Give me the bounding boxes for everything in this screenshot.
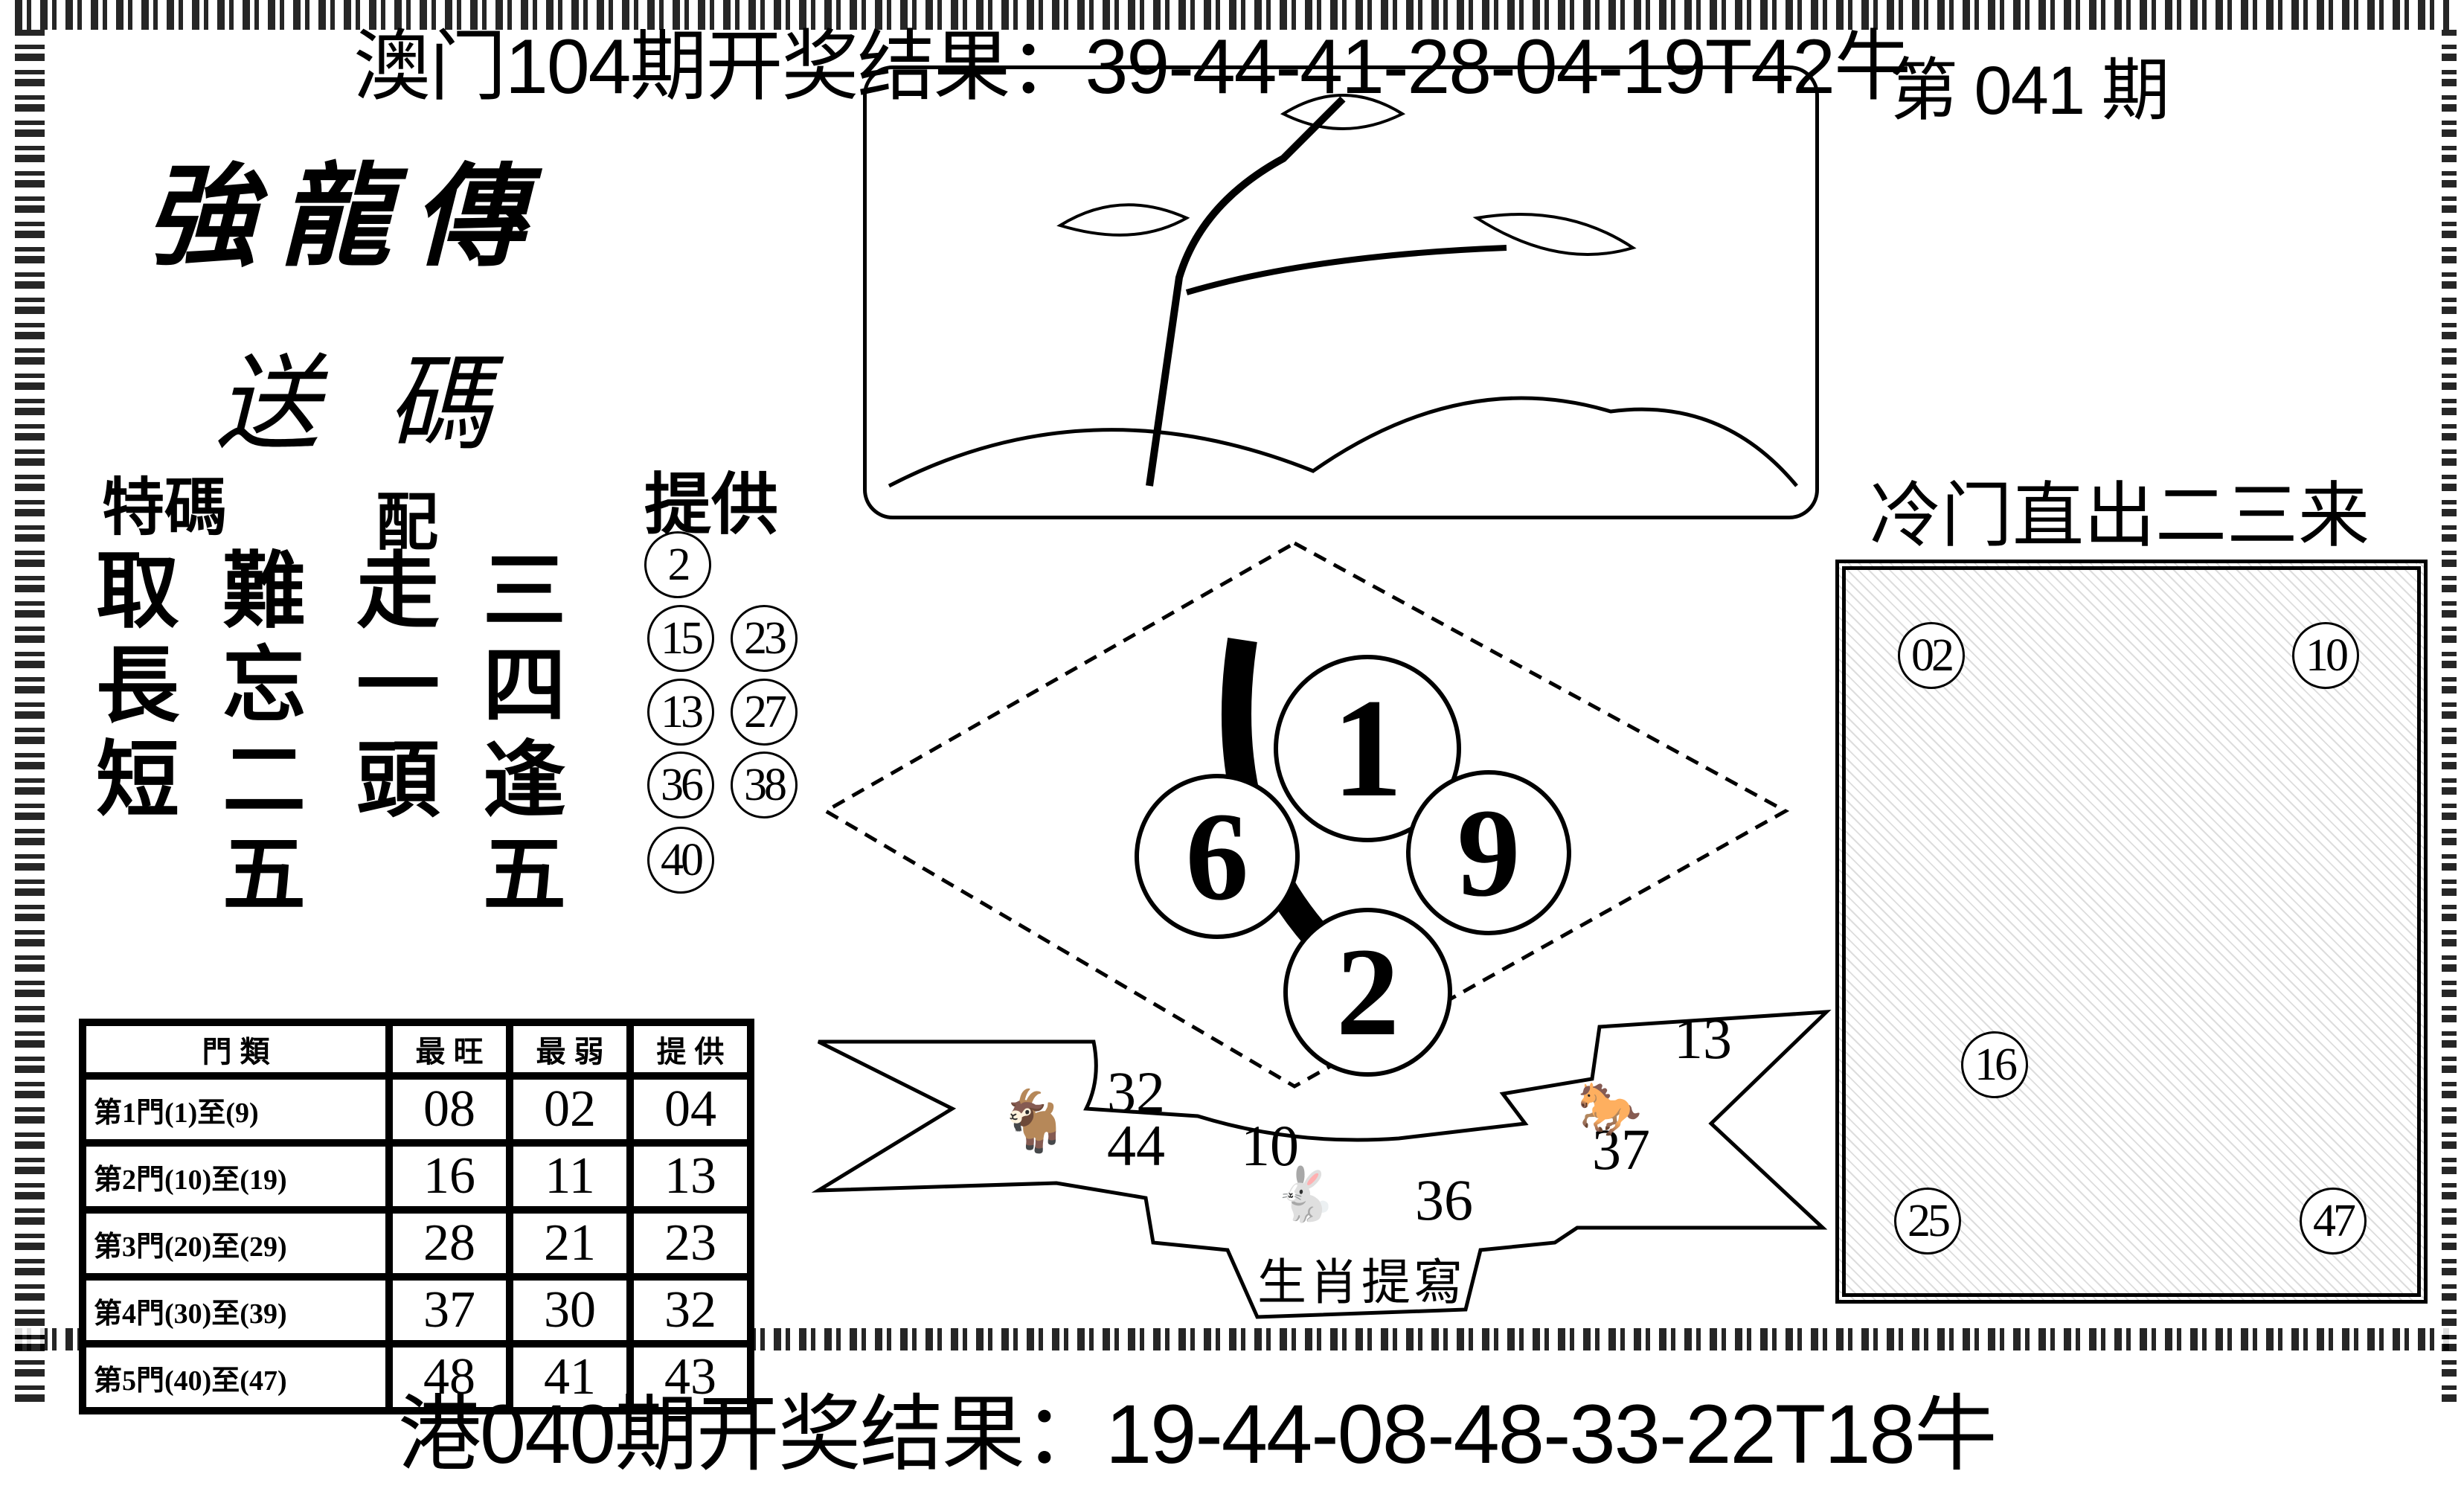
buddha-picture: 02 10 16 25 47 bbox=[1835, 560, 2428, 1304]
poem-char: 五 bbox=[483, 828, 566, 921]
provided-number: 13 bbox=[647, 679, 714, 746]
poem-char: 難 bbox=[222, 545, 306, 638]
banner-number: 32 bbox=[1107, 1060, 1165, 1124]
table-cell: 第3門(20)至(29) bbox=[86, 1214, 385, 1273]
provided-number: 23 bbox=[731, 605, 798, 672]
table-cell: 30 bbox=[513, 1281, 626, 1340]
table-cell: 48 bbox=[393, 1348, 506, 1407]
table-cell: 16 bbox=[393, 1147, 506, 1206]
table-cell: 04 bbox=[634, 1080, 747, 1139]
special-code-label: 特碼 bbox=[102, 472, 228, 542]
picture-number: 16 bbox=[1961, 1031, 2028, 1098]
poem-char: 頭 bbox=[356, 734, 440, 827]
poem-char: 忘 bbox=[222, 639, 306, 732]
horse-icon: 🐎 bbox=[1577, 1080, 1643, 1138]
diamond-number: 9 bbox=[1406, 770, 1571, 935]
right-decorative-border bbox=[2442, 30, 2457, 1402]
picture-number: 25 bbox=[1894, 1188, 1961, 1255]
diamond-number: 2 bbox=[1283, 908, 1452, 1077]
diamond-number: 6 bbox=[1135, 774, 1300, 939]
banner-number: 13 bbox=[1674, 1006, 1732, 1071]
tree-illustration bbox=[863, 65, 1819, 519]
table-header-row: 門 類 最 旺 最 弱 提 供 bbox=[86, 1026, 747, 1072]
table-cell: 第4門(30)至(39) bbox=[86, 1281, 385, 1340]
provided-number: 36 bbox=[647, 752, 714, 818]
poem-char: 長 bbox=[96, 639, 179, 732]
table-cell: 13 bbox=[634, 1147, 747, 1206]
table-header: 最 弱 bbox=[513, 1026, 626, 1072]
goat-icon: 🐐 bbox=[997, 1088, 1071, 1154]
poem-char: 逢 bbox=[483, 734, 566, 827]
provide-label: 提供 bbox=[644, 468, 778, 542]
poem-char: 短 bbox=[96, 734, 179, 827]
zodiac-banner bbox=[811, 1010, 1832, 1319]
banner-number: 36 bbox=[1415, 1167, 1473, 1232]
table-cell: 37 bbox=[393, 1281, 506, 1340]
banner-number: 44 bbox=[1107, 1113, 1165, 1178]
pair-label: 配 bbox=[376, 487, 439, 557]
left-decorative-border bbox=[15, 30, 45, 1402]
table-header: 最 旺 bbox=[393, 1026, 506, 1072]
provided-number: 27 bbox=[731, 679, 798, 746]
banner-caption: 生肖提寫 bbox=[1257, 1255, 1466, 1310]
poem-char: 二 bbox=[222, 734, 306, 827]
table-cell: 43 bbox=[634, 1348, 747, 1407]
calligraphy-subtitle: 送碼 bbox=[216, 345, 559, 462]
banner-number: 10 bbox=[1241, 1113, 1299, 1178]
provided-number: 40 bbox=[647, 827, 714, 894]
issue-number: 第 041 期 bbox=[1890, 53, 2170, 129]
poem-char: 一 bbox=[356, 639, 440, 732]
table-cell: 第5門(40)至(47) bbox=[86, 1348, 385, 1407]
provided-number: 2 bbox=[644, 531, 711, 598]
top-decorative-border bbox=[15, 0, 2449, 30]
poem-char: 取 bbox=[96, 545, 179, 638]
poem-char: 五 bbox=[222, 828, 306, 921]
table-cell: 41 bbox=[513, 1348, 626, 1407]
table-cell: 23 bbox=[634, 1214, 747, 1273]
picture-number: 47 bbox=[2300, 1188, 2367, 1255]
pine-mountain-drawing bbox=[888, 94, 1798, 488]
poem-char: 走 bbox=[356, 545, 440, 638]
table-cell: 08 bbox=[393, 1080, 506, 1139]
table-cell: 11 bbox=[513, 1147, 626, 1206]
rabbit-icon: 🐇 bbox=[1272, 1165, 1338, 1223]
poem-char: 三 bbox=[483, 545, 566, 638]
table-cell: 第2門(10)至(19) bbox=[86, 1147, 385, 1206]
calligraphy-title: 強龍傳 bbox=[145, 154, 548, 279]
hongkong-result-footer: 港040期开奖结果：19-44-08-48-33-22T18牛 bbox=[398, 1388, 1998, 1481]
provided-number: 38 bbox=[731, 752, 798, 818]
picture-number: 02 bbox=[1898, 622, 1965, 689]
table-cell: 第1門(1)至(9) bbox=[86, 1080, 385, 1139]
table-cell: 02 bbox=[513, 1080, 626, 1139]
banner-number: 37 bbox=[1592, 1117, 1650, 1182]
table-cell: 28 bbox=[393, 1214, 506, 1273]
table-cell: 21 bbox=[513, 1214, 626, 1273]
picture-number: 10 bbox=[2292, 622, 2359, 689]
table-header: 提 供 bbox=[634, 1026, 747, 1072]
provided-number: 15 bbox=[647, 605, 714, 672]
poem-char: 四 bbox=[483, 639, 566, 732]
cold-slogan: 冷门直出二三来 bbox=[1870, 476, 2370, 556]
table-header: 門 類 bbox=[86, 1026, 385, 1072]
table-cell: 32 bbox=[634, 1281, 747, 1340]
